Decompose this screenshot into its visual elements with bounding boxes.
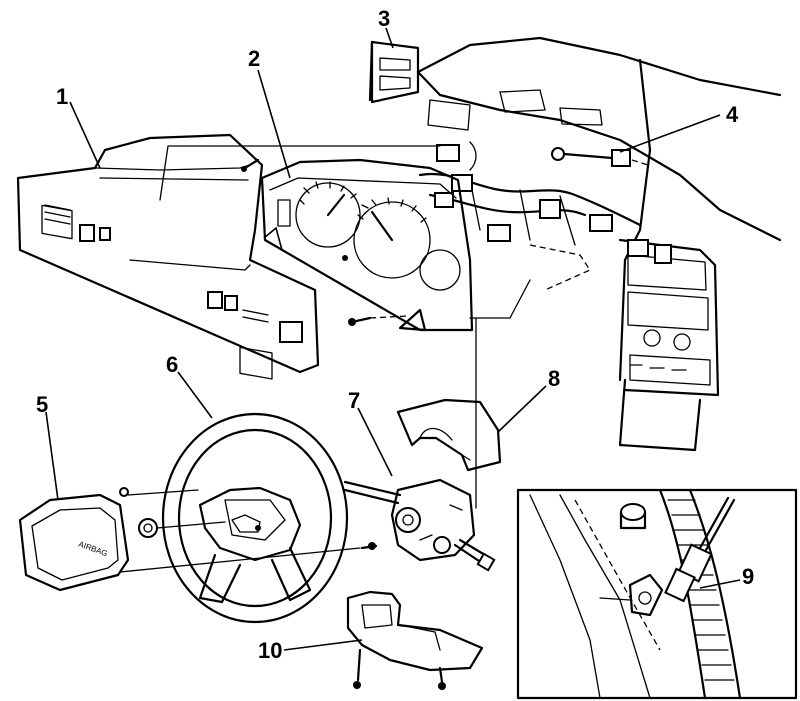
connector [451,174,473,192]
connector [539,199,561,219]
part-8-upper-column-cover [396,398,502,472]
part-4-sensor-plug [551,147,649,167]
callout-3: 3 [378,6,390,31]
callout-9: 9 [742,564,754,589]
dashboard-structure [416,36,782,452]
connector [589,214,613,232]
leader-lines [45,27,741,651]
callout-7: 7 [348,388,360,413]
screws [241,158,409,326]
connector [434,192,454,208]
wiring-harness [418,141,672,291]
part-3-switch-panel [368,40,420,104]
callout-2: 2 [248,46,260,71]
connector [487,224,511,242]
callout-8: 8 [548,366,560,391]
assembly-line [469,279,531,319]
part-2-instrument-cluster [260,158,474,332]
callout-4: 4 [726,102,739,127]
connector [436,144,460,162]
part-7-combination-switch [343,478,496,572]
part-6-steering-wheel [161,412,349,624]
callout-5: 5 [36,392,48,417]
wheel-hardware [119,489,378,573]
connector [627,239,649,257]
part-5-airbag-module: AIRBAG [18,487,130,592]
callout-10: 10 [258,638,282,663]
callout-6: 6 [166,352,178,377]
part-10-lower-column-cover [346,590,484,690]
callout-numbers: 1 2 3 4 5 6 7 8 9 10 [36,6,754,663]
airbag-badge-text: AIRBAG [77,539,108,558]
connector [654,244,672,264]
callout-1: 1 [56,84,68,109]
assembly-line [159,145,441,201]
part-1-cluster-bezel [16,133,320,380]
inset-part-9-detail [516,488,798,700]
inset-frame [516,488,798,700]
